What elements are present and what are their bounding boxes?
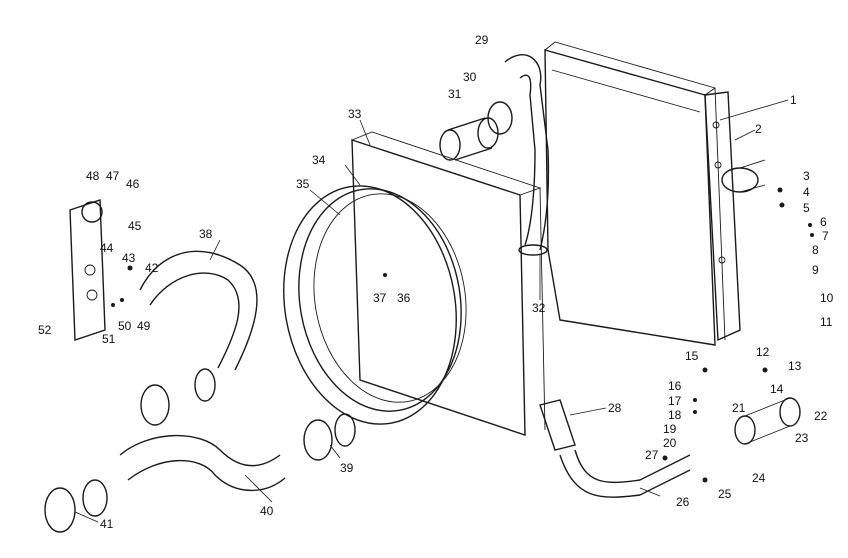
label-28: 28 bbox=[608, 401, 622, 415]
label-20: 20 bbox=[663, 436, 677, 450]
side-bracket bbox=[704, 91, 766, 342]
coolant-hose bbox=[539, 399, 691, 498]
hose-sleeve bbox=[44, 368, 356, 533]
label-39: 39 bbox=[340, 461, 354, 475]
label-14: 14 bbox=[770, 382, 784, 396]
label-31: 31 bbox=[448, 87, 462, 101]
label-32: 32 bbox=[532, 301, 546, 315]
label-34: 34 bbox=[312, 153, 326, 167]
fan-ring bbox=[283, 185, 467, 425]
fastener-dots bbox=[111, 187, 814, 483]
label-24: 24 bbox=[752, 471, 766, 485]
label-22: 22 bbox=[814, 409, 828, 423]
label-12: 12 bbox=[756, 345, 770, 359]
label-15: 15 bbox=[685, 349, 699, 363]
label-1: 1 bbox=[790, 93, 797, 107]
label-37: 37 bbox=[373, 291, 387, 305]
lower-pipe bbox=[119, 434, 286, 492]
label-6: 6 bbox=[820, 215, 827, 229]
label-35: 35 bbox=[296, 177, 310, 191]
label-50: 50 bbox=[118, 319, 132, 333]
label-46: 46 bbox=[126, 177, 140, 191]
label-21: 21 bbox=[732, 401, 746, 415]
label-3: 3 bbox=[803, 169, 810, 183]
label-5: 5 bbox=[803, 201, 810, 215]
intake-pipe bbox=[139, 250, 258, 371]
label-45: 45 bbox=[128, 219, 142, 233]
label-17: 17 bbox=[668, 394, 682, 408]
label-52: 52 bbox=[38, 323, 52, 337]
label-4: 4 bbox=[803, 185, 810, 199]
label-25: 25 bbox=[718, 487, 732, 501]
fan-shroud bbox=[351, 131, 546, 436]
upper-hose bbox=[504, 54, 550, 256]
label-18: 18 bbox=[668, 408, 682, 422]
label-40: 40 bbox=[260, 504, 274, 518]
label-2: 2 bbox=[755, 122, 762, 136]
label-38: 38 bbox=[199, 227, 213, 241]
label-13: 13 bbox=[788, 359, 802, 373]
label-48: 48 bbox=[86, 169, 100, 183]
label-49: 49 bbox=[137, 319, 151, 333]
label-9: 9 bbox=[812, 263, 819, 277]
elbow-hose bbox=[734, 397, 801, 445]
label-43: 43 bbox=[122, 251, 136, 265]
label-42: 42 bbox=[145, 261, 159, 275]
label-7: 7 bbox=[822, 229, 829, 243]
radiator-core bbox=[544, 41, 726, 346]
callout-labels: 1 2 3 4 5 6 7 8 9 10 11 12 13 14 15 16 1… bbox=[38, 33, 834, 531]
label-19: 19 bbox=[663, 422, 677, 436]
label-23: 23 bbox=[795, 431, 809, 445]
label-8: 8 bbox=[812, 243, 819, 257]
label-16: 16 bbox=[668, 379, 682, 393]
label-51: 51 bbox=[102, 332, 116, 346]
label-10: 10 bbox=[820, 291, 834, 305]
label-36: 36 bbox=[397, 291, 411, 305]
label-41: 41 bbox=[100, 517, 114, 531]
leader-lines bbox=[74, 99, 789, 523]
label-47: 47 bbox=[106, 169, 120, 183]
label-11: 11 bbox=[820, 315, 833, 329]
label-30: 30 bbox=[463, 70, 477, 84]
label-26: 26 bbox=[676, 495, 690, 509]
label-33: 33 bbox=[348, 107, 362, 121]
label-29: 29 bbox=[475, 33, 489, 47]
label-27: 27 bbox=[645, 448, 659, 462]
hose-segment bbox=[439, 101, 513, 161]
label-44: 44 bbox=[100, 241, 114, 255]
mount-bracket bbox=[69, 199, 106, 341]
